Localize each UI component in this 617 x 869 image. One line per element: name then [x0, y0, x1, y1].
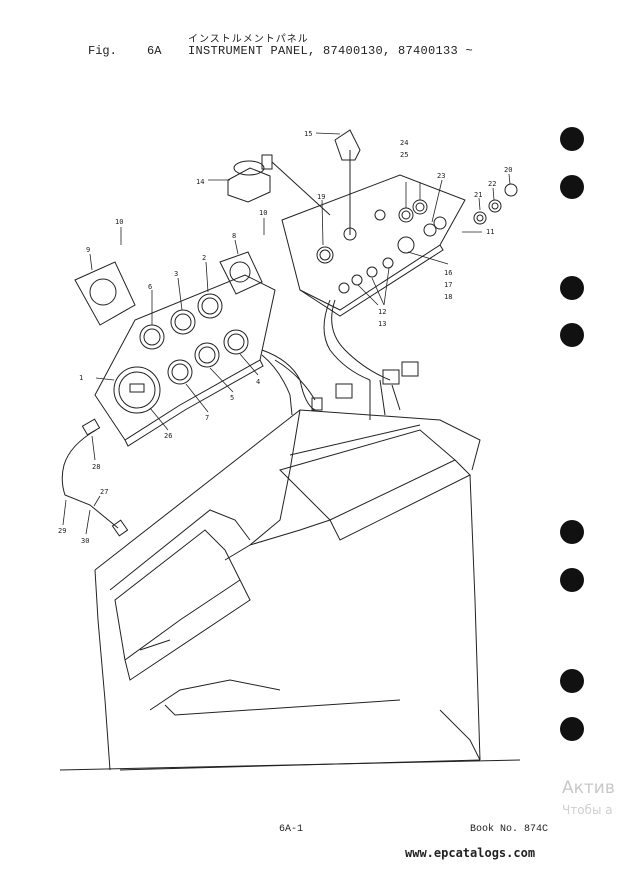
callout: 22	[488, 180, 496, 188]
left-gauge-panel	[74, 251, 276, 447]
leader-lines	[62, 132, 511, 535]
callout: 4	[256, 378, 260, 386]
callout: 20	[504, 166, 512, 174]
callout: 9	[86, 246, 90, 254]
punch-hole	[560, 568, 584, 592]
punch-hole	[560, 127, 584, 151]
callout: 25	[400, 151, 408, 159]
punch-hole	[560, 276, 584, 300]
callout: 15	[304, 130, 312, 138]
callout: 14	[196, 178, 204, 186]
callout: 19	[317, 193, 325, 201]
punch-hole	[560, 175, 584, 199]
callout: 27	[100, 488, 108, 496]
punch-hole	[560, 323, 584, 347]
callout: 1	[79, 374, 83, 382]
japanese-title: インストルメントパネル	[188, 34, 309, 45]
cab-outline	[59, 409, 521, 771]
callout-labels: 1 2 3 4 5 6 7 8 9 10 10 11 12 13 14 15 1…	[58, 130, 512, 545]
key-switch	[227, 129, 361, 235]
callout: 5	[230, 394, 234, 402]
speedo-cable	[61, 418, 129, 537]
wire-harness	[261, 299, 419, 420]
callout: 24	[400, 139, 408, 147]
callout: 2	[202, 254, 206, 262]
callout: 11	[486, 228, 494, 236]
callout: 12	[378, 308, 386, 316]
watermark-line-2: Чтобы а	[562, 803, 613, 817]
callout: 18	[444, 293, 452, 301]
callout: 16	[444, 269, 452, 277]
callout: 8	[232, 232, 236, 240]
punch-hole	[560, 520, 584, 544]
callout: 28	[92, 463, 100, 471]
callout: 10	[259, 209, 267, 217]
callout: 10	[115, 218, 123, 226]
watermark-line-1: Актив	[562, 778, 615, 798]
callout: 30	[81, 537, 89, 545]
callout: 7	[205, 414, 209, 422]
callout: 21	[474, 191, 482, 199]
page-number: 6A-1	[279, 824, 304, 835]
book-number: Book No. 874C	[470, 824, 549, 835]
punch-hole	[560, 669, 584, 693]
callout: 3	[174, 270, 178, 278]
callout: 23	[437, 172, 445, 180]
fig-label: Fig.	[88, 44, 117, 58]
callout: 17	[444, 281, 452, 289]
website-link[interactable]: www.epcatalogs.com	[405, 846, 536, 860]
fig-number: 6A	[147, 44, 162, 58]
callout: 6	[148, 283, 152, 291]
punch-hole	[560, 717, 584, 741]
callout: 29	[58, 527, 66, 535]
callout: 26	[164, 432, 172, 440]
page-title: INSTRUMENT PANEL, 87400130, 87400133 ~	[188, 44, 474, 58]
callout: 13	[378, 320, 386, 328]
right-switch-panel	[281, 174, 518, 317]
